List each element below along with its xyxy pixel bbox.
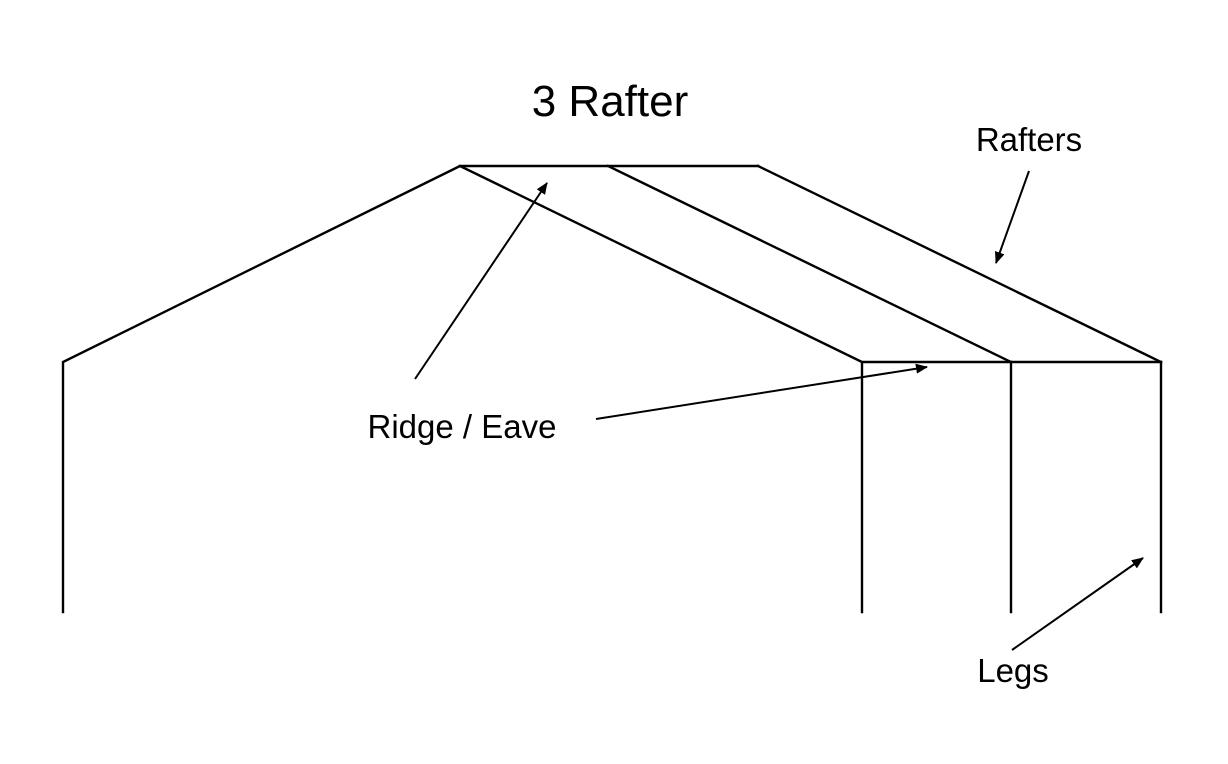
- rafters-arrow: [995, 170, 1030, 264]
- rafter-back: [756, 164, 1163, 364]
- front-gable-frame: [61, 164, 864, 614]
- legs-arrow: [1011, 557, 1144, 651]
- eave-arrow: [595, 363, 928, 420]
- ridge-arrow: [414, 182, 548, 380]
- ridge-eave-label: Ridge / Eave: [368, 408, 557, 445]
- legs-label: Legs: [977, 652, 1049, 689]
- rafter-middle: [606, 164, 1013, 364]
- diagram-title: 3 Rafter: [532, 77, 689, 126]
- rafters-label: Rafters: [976, 121, 1082, 158]
